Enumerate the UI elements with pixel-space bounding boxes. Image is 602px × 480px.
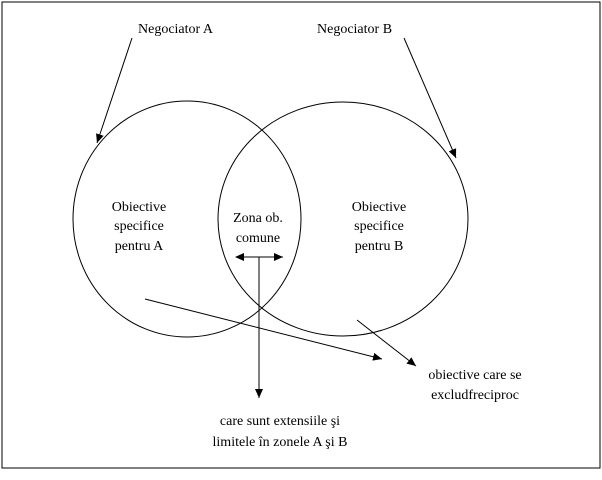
overlap-region-line1: Zona ob. [233,211,283,226]
bottom-note-line1: care sunt extensiile şi [220,414,340,429]
arrow-from-a-exclusive [144,298,383,361]
exclusive-note-line1: obiective care se [428,368,521,383]
arrow-from-b-exclusive [356,319,417,367]
left-region-line1: Obiective [112,200,166,215]
exclusive-note-line2: excludfreciproc [431,388,519,403]
bottom-note-line2: limitele în zonele A şi B [213,435,348,450]
overlap-region-line2: comune [236,231,280,246]
right-region-line1: Obiective [352,200,406,215]
right-region-line2: specifice [354,219,404,234]
outer-frame [1,1,601,469]
left-region-line3: pentru A [115,239,164,254]
arrow-negotiator-b [403,37,457,159]
arrow-negotiator-a [96,37,133,144]
right-region-line3: pentru B [355,239,404,254]
circle-a [72,100,302,338]
left-region-line2: specifice [114,219,164,234]
negotiator-a-label: Negociator A [138,22,214,37]
circle-b [217,101,469,337]
negotiator-b-label: Negociator B [317,22,392,37]
